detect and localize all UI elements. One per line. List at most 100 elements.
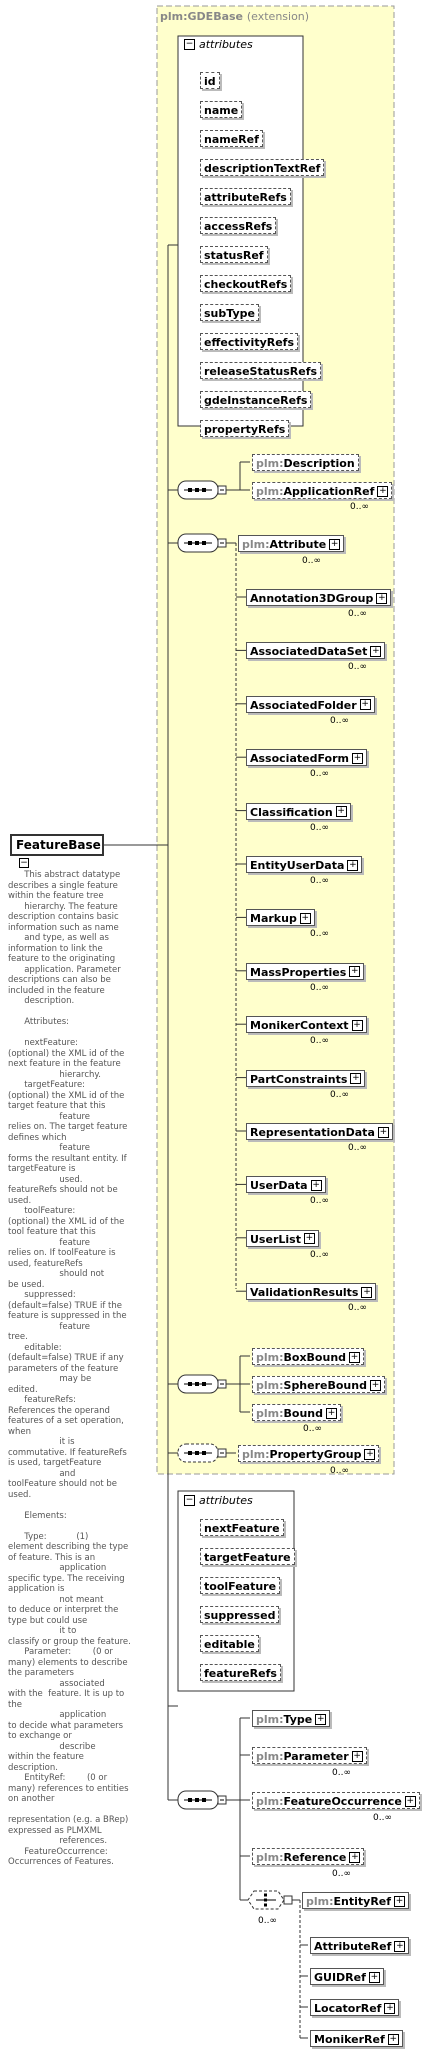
element-name: Classification xyxy=(250,805,333,819)
element-monikercontext[interactable]: MonikerContext+ xyxy=(246,1016,367,1034)
element-entityuserdata[interactable]: EntityUserData+ xyxy=(246,856,363,873)
attribute-descriptionTextRef[interactable]: descriptionTextRef xyxy=(200,159,325,176)
element-massproperties[interactable]: MassProperties+ xyxy=(246,962,365,980)
element-featureoccurrence[interactable]: plm:FeatureOccurrence+ xyxy=(252,1792,420,1809)
attribute-accessRefs[interactable]: accessRefs xyxy=(200,217,277,234)
sequence-compositor-3 xyxy=(177,1374,227,1394)
element-attribute[interactable]: plm:Attribute+ xyxy=(238,535,345,552)
expand-icon[interactable]: + xyxy=(347,859,359,871)
attribute-featureRefs[interactable]: featureRefs xyxy=(200,1664,281,1681)
expand-icon[interactable]: + xyxy=(384,2002,396,2014)
compositors xyxy=(177,480,293,1910)
element-bound[interactable]: plm:Bound+ xyxy=(252,1404,341,1421)
expand-icon[interactable]: + xyxy=(364,1448,376,1460)
cardinality-label: 0..∞ xyxy=(258,1916,277,1926)
attribute-name[interactable]: name xyxy=(200,101,243,118)
element-associatedform[interactable]: AssociatedForm+ xyxy=(246,749,367,767)
attribute-effectivityRefs[interactable]: effectivityRefs xyxy=(200,333,299,350)
element-attributeref[interactable]: AttributeRef+ xyxy=(310,1937,410,1954)
expand-icon[interactable]: + xyxy=(369,1379,381,1391)
element-description[interactable]: plm:Description xyxy=(252,454,359,471)
element-prefix: plm: xyxy=(306,1895,334,1908)
attribute-nameRef[interactable]: nameRef xyxy=(200,130,263,147)
attribute-editable[interactable]: editable xyxy=(200,1635,259,1652)
expand-icon[interactable]: + xyxy=(359,699,371,711)
element-name: AttributeRef xyxy=(314,1940,392,1953)
expand-icon[interactable]: + xyxy=(394,1895,406,1907)
expand-icon[interactable]: + xyxy=(361,1286,373,1298)
attribute-statusRef[interactable]: statusRef xyxy=(200,246,268,263)
element-classification[interactable]: Classification+ xyxy=(246,802,351,820)
element-name: UserList xyxy=(250,1232,301,1246)
expand-icon[interactable]: + xyxy=(376,592,388,604)
element-representationdata[interactable]: RepresentationData+ xyxy=(246,1123,393,1140)
expand-icon[interactable]: + xyxy=(349,966,361,978)
documentation-text: This abstract datatype describes a singl… xyxy=(8,870,131,1867)
expand-icon[interactable]: + xyxy=(351,1750,363,1762)
feature-base-root[interactable]: FeatureBase − xyxy=(10,834,104,868)
expand-icon[interactable]: + xyxy=(349,1351,361,1363)
element-locatorref[interactable]: LocatorRef+ xyxy=(310,1999,400,2016)
element-reference[interactable]: plm:Reference+ xyxy=(252,1848,365,1865)
element-validationresults[interactable]: ValidationResults+ xyxy=(246,1283,377,1301)
attribute-attributeRefs[interactable]: attributeRefs xyxy=(200,188,291,205)
attribute-releaseStatusRefs[interactable]: releaseStatusRefs xyxy=(200,362,322,379)
cardinality-label: 0..∞ xyxy=(330,1089,349,1100)
expand-icon[interactable]: + xyxy=(368,1971,380,1983)
expand-icon[interactable]: + xyxy=(394,1940,406,1952)
attribute-toolFeature[interactable]: toolFeature xyxy=(200,1577,281,1594)
expand-icon[interactable]: + xyxy=(303,1233,315,1245)
element-application-ref[interactable]: plm:ApplicationRef+ xyxy=(252,482,393,499)
attribute-id[interactable]: id xyxy=(200,72,220,89)
attribute-nextFeature[interactable]: nextFeature xyxy=(200,1519,284,1536)
expand-icon[interactable]: + xyxy=(351,752,363,764)
expand-icon[interactable]: + xyxy=(387,2033,399,2045)
attribute-suppressed[interactable]: suppressed xyxy=(200,1606,280,1623)
attribute-propertyRefs[interactable]: propertyRefs xyxy=(200,420,290,437)
cardinality-label: 0..∞ xyxy=(310,1036,329,1047)
attribute-checkoutRefs[interactable]: checkoutRefs xyxy=(200,275,292,292)
element-userdata[interactable]: UserData+ xyxy=(246,1176,326,1194)
expand-icon[interactable]: + xyxy=(335,806,347,818)
expand-icon[interactable]: + xyxy=(299,912,311,924)
element-name: PropertyGroup xyxy=(269,1448,362,1461)
element-name: LocatorRef xyxy=(314,2002,382,2015)
cardinality-label: 0..∞ xyxy=(330,715,349,726)
expand-icon[interactable]: + xyxy=(377,1126,389,1138)
element-monikerref[interactable]: MonikerRef+ xyxy=(310,2030,403,2047)
expand-icon[interactable]: + xyxy=(310,1179,322,1191)
expand-icon[interactable]: + xyxy=(350,1073,362,1085)
element-entity-ref[interactable]: plm:EntityRef+ xyxy=(302,1892,410,1909)
expand-icon[interactable]: + xyxy=(315,1713,327,1725)
element-parameter[interactable]: plm:Parameter+ xyxy=(252,1747,367,1764)
element-type[interactable]: plm:Type+ xyxy=(252,1710,331,1727)
attribute-subType[interactable]: subType xyxy=(200,304,259,321)
element-prefix: plm: xyxy=(256,1713,284,1726)
attribute-targetFeature[interactable]: targetFeature xyxy=(200,1548,295,1565)
element-prefix: plm: xyxy=(242,538,270,551)
element-partconstraints[interactable]: PartConstraints+ xyxy=(246,1069,366,1087)
element-annotation3dgroup[interactable]: Annotation3DGroup+ xyxy=(246,589,392,606)
expand-icon[interactable]: + xyxy=(349,1851,361,1863)
element-name: AssociatedDataSet xyxy=(250,645,368,659)
choice-compositor-entity xyxy=(247,1890,293,1910)
expand-icon[interactable]: + xyxy=(377,485,389,497)
element-associatedfolder[interactable]: AssociatedFolder+ xyxy=(246,695,375,713)
element-spherebound[interactable]: plm:SphereBound+ xyxy=(252,1376,385,1393)
element-name: GUIDRef xyxy=(314,1971,366,1984)
attribute-gdeInstanceRefs[interactable]: gdeInstanceRefs xyxy=(200,391,312,408)
expand-icon[interactable]: + xyxy=(370,645,382,657)
element-property-group[interactable]: plm:PropertyGroup+ xyxy=(238,1445,380,1462)
element-boxbound[interactable]: plm:BoxBound+ xyxy=(252,1348,365,1365)
expand-icon[interactable]: + xyxy=(329,538,341,550)
sequence-compositor-2 xyxy=(177,533,227,553)
expand-icon[interactable]: + xyxy=(326,1407,337,1419)
element-name: SphereBound xyxy=(283,1379,367,1392)
element-name: MonikerContext xyxy=(250,1019,349,1033)
expand-icon[interactable]: + xyxy=(351,1019,363,1031)
element-userlist[interactable]: UserList+ xyxy=(246,1229,319,1247)
element-guidref[interactable]: GUIDRef+ xyxy=(310,1968,384,1985)
element-associateddataset[interactable]: AssociatedDataSet+ xyxy=(246,642,386,660)
expand-icon[interactable]: + xyxy=(404,1795,416,1807)
element-markup[interactable]: Markup+ xyxy=(246,909,315,927)
